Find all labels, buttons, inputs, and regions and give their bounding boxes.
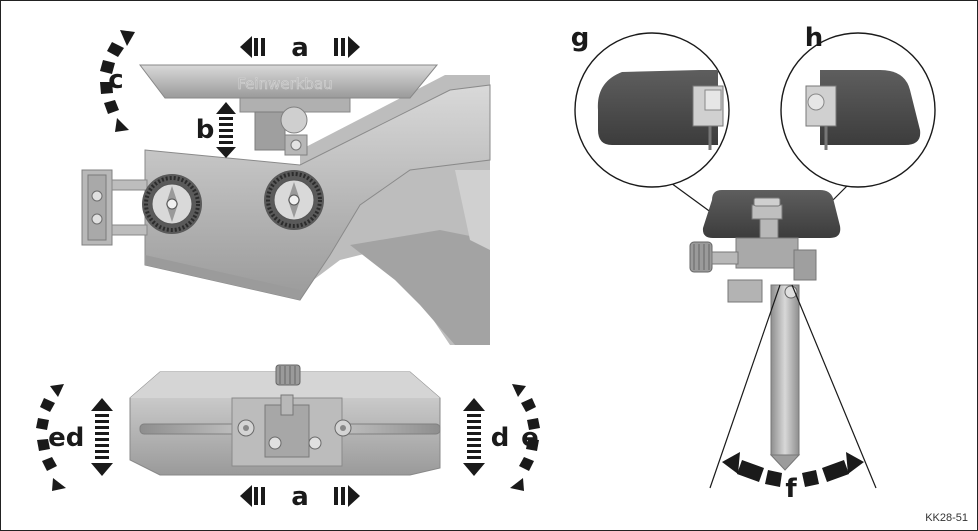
label-a-top: a (291, 33, 309, 63)
stock-side-view: Feinwerkbau (81, 64, 491, 345)
arrow-c (100, 30, 135, 132)
label-c: c (108, 65, 123, 95)
arrow-a-top (240, 36, 360, 58)
cheek-front-view (659, 174, 877, 489)
arrow-e-left (36, 384, 66, 491)
label-e-right: e (521, 423, 539, 453)
label-a-bottom: a (291, 482, 309, 512)
cheek-plate-top-view (129, 364, 441, 476)
label-g: g (571, 23, 590, 53)
label-d-right: d (491, 423, 510, 453)
brand-emboss: Feinwerkbau (237, 75, 332, 93)
arrow-f (722, 452, 864, 487)
arrow-b (216, 102, 236, 158)
adjustment-rosette-right (264, 170, 324, 230)
arrow-d-left (91, 398, 113, 476)
label-e-left: e (48, 423, 66, 453)
arrow-e-right (510, 384, 540, 491)
arrow-a-bottom (240, 485, 360, 507)
detail-circle-h (780, 32, 936, 188)
detail-circle-g (574, 32, 730, 188)
label-b: b (196, 115, 215, 145)
label-f: f (785, 474, 797, 504)
label-d-left: d (66, 423, 85, 453)
adjustment-rosette-left (142, 174, 202, 234)
arrow-d-right (463, 398, 485, 476)
label-h: h (805, 23, 824, 53)
figure-code: KK28-51 (925, 512, 968, 524)
